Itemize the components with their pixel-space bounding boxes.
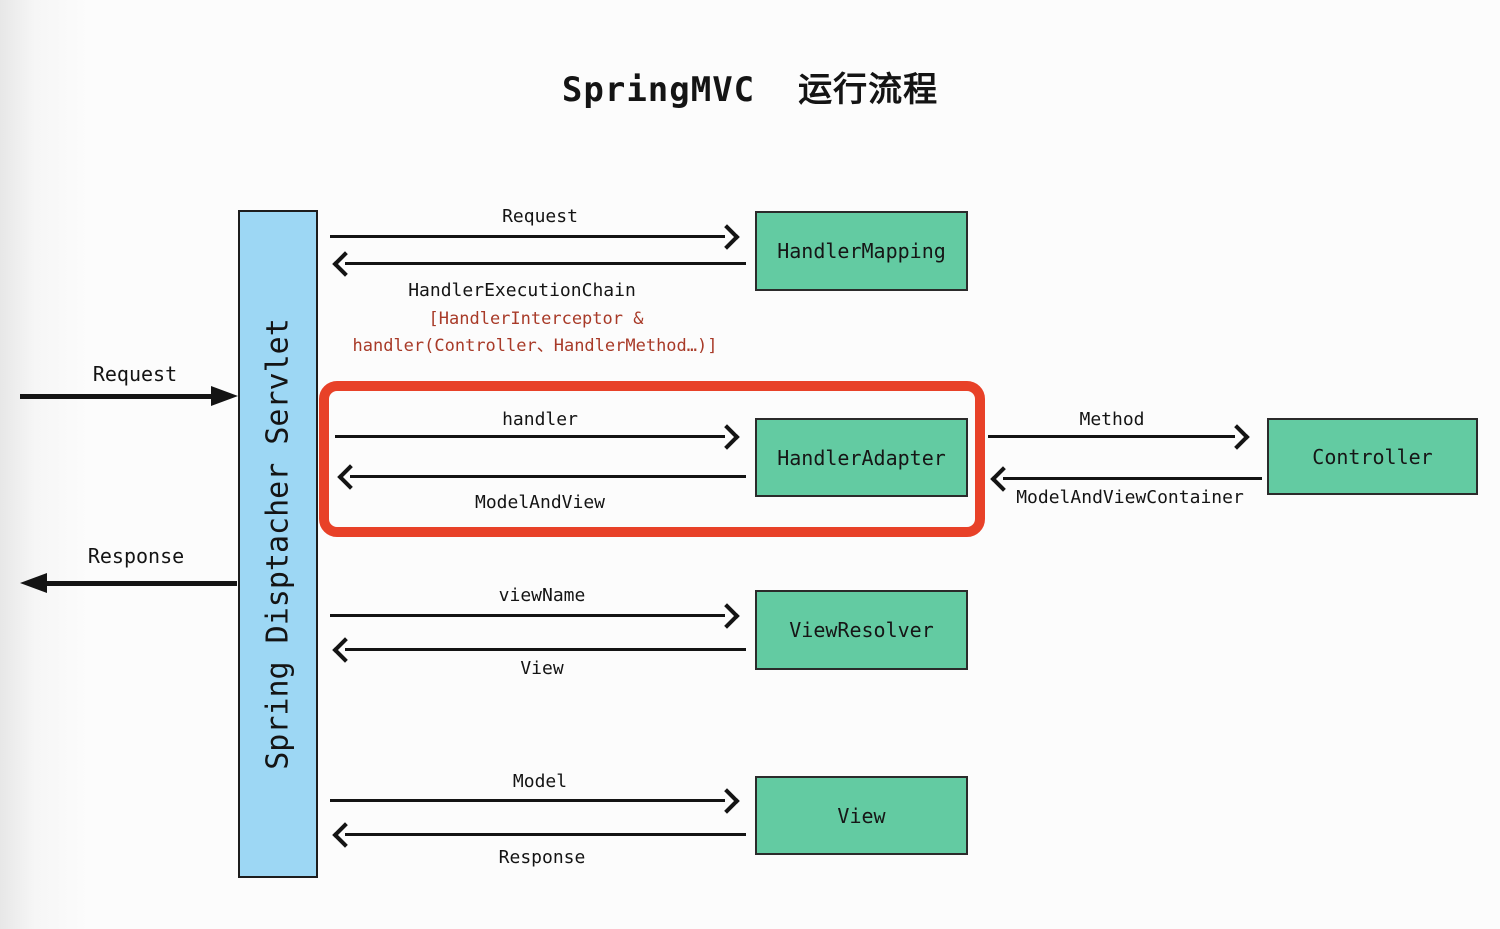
model-arrow-line <box>330 799 725 802</box>
node-handler-mapping: HandlerMapping <box>755 211 968 291</box>
client-request-label: Request <box>92 362 178 386</box>
chain-detail-line2: handler(Controller、HandlerMethod…)] <box>352 336 718 356</box>
node-view-resolver: ViewResolver <box>755 590 968 670</box>
method-arrow-line <box>988 435 1235 438</box>
client-response-arrow-line <box>45 581 237 586</box>
response-label: Response <box>498 847 586 868</box>
chain-detail-line1: [HandlerInterceptor & <box>428 309 644 329</box>
method-label: Method <box>1079 409 1145 430</box>
model-label: Model <box>512 771 568 792</box>
dispatcher-servlet-label: Spring Disptacher Servlet <box>260 318 296 770</box>
node-handler-adapter: HandlerAdapter <box>755 418 968 497</box>
view-return-label: View <box>520 658 564 679</box>
handler-execution-chain-arrow-line <box>345 262 746 265</box>
diagram-title: SpringMVC 运行流程 <box>561 70 939 110</box>
handler-execution-chain-label: HandlerExecutionChain <box>408 280 636 301</box>
client-response-arrow-head <box>20 573 47 593</box>
request-arrow-head <box>714 224 740 250</box>
model-and-view-container-label: ModelAndViewContainer <box>1016 487 1244 508</box>
view-return-arrow-line <box>345 648 746 651</box>
model-and-view-arrow-line <box>350 475 746 478</box>
node-view: View <box>755 776 968 855</box>
view-name-arrow-line <box>330 614 725 617</box>
request-arrow-line <box>330 235 725 238</box>
highlight-box <box>319 381 985 537</box>
client-request-arrow-line <box>20 394 213 399</box>
model-and-view-label: ModelAndView <box>474 492 606 513</box>
model-and-view-container-arrow-line <box>1003 477 1262 480</box>
request-label: Request <box>502 206 578 227</box>
handler-arrow-line <box>335 435 725 438</box>
method-arrow-head <box>1224 424 1250 450</box>
dispatcher-servlet-box: Spring Disptacher Servlet <box>238 210 318 878</box>
node-controller: Controller <box>1267 418 1478 495</box>
response-arrow-line <box>345 833 746 836</box>
client-request-arrow-head <box>211 386 238 406</box>
client-response-label: Response <box>87 544 185 568</box>
handler-label: handler <box>502 409 578 430</box>
view-name-arrow-head <box>714 603 740 629</box>
view-name-label: viewName <box>498 585 586 606</box>
model-arrow-head <box>714 788 740 814</box>
